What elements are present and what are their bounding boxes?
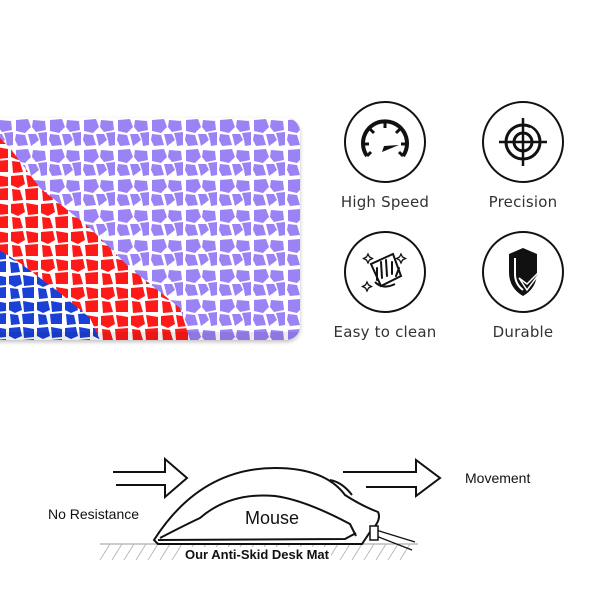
desk-mat-image [0, 118, 300, 340]
feature-easy-to-clean: Easy to clean [325, 231, 445, 341]
feature-label: Durable [492, 323, 554, 341]
feature-label: Precision [488, 193, 558, 211]
crosshair-icon [482, 101, 564, 183]
feature-high-speed: High Speed [325, 101, 445, 211]
right-arrow-icon [343, 458, 442, 498]
shield-check-icon [482, 231, 564, 313]
movement-label: Movement [465, 470, 531, 486]
speedometer-icon [344, 101, 426, 183]
mouse-label: Mouse [245, 508, 300, 528]
left-arrow-icon [113, 456, 189, 500]
desk-mat-label: Our Anti-Skid Desk Mat [183, 547, 331, 562]
feature-label: High Speed [340, 193, 430, 211]
feature-label: Easy to clean [333, 323, 437, 341]
no-resistance-label: No Resistance [48, 506, 140, 522]
anti-skid-diagram: No Resistance Movement Mouse Our Anti-Sk… [0, 440, 600, 600]
feature-durable: Durable [463, 231, 583, 341]
feature-precision: Precision [463, 101, 583, 211]
mouse-illustration-icon [152, 466, 416, 551]
wipe-hand-icon [344, 231, 426, 313]
